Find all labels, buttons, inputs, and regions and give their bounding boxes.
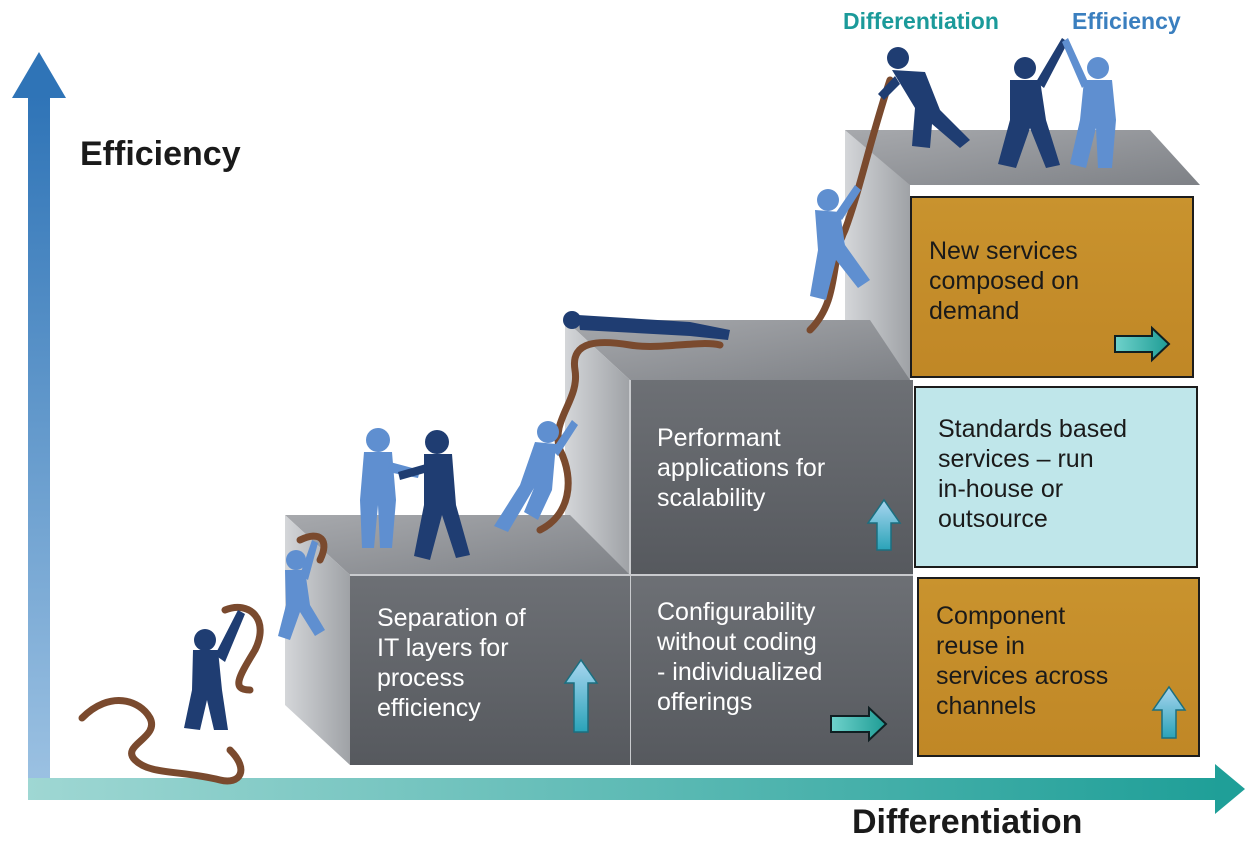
step-two-cube (565, 320, 913, 765)
x-axis-arrow (28, 764, 1245, 814)
y-axis-arrow (12, 52, 66, 800)
step-one-text: Separation of IT layers for process effi… (377, 604, 526, 722)
up-arrow-icon (866, 498, 902, 551)
step-two-upper-text: Performant applications for scalability (657, 424, 826, 512)
x-axis-label: Differentiation (852, 803, 1083, 841)
top-efficiency-label: Efficiency (1072, 8, 1181, 34)
figure-illustration (184, 38, 1116, 730)
standards-services-text: Standards based services – run in-house … (938, 415, 1128, 533)
rope-illustration (78, 76, 894, 785)
component-reuse-text: Component reuse in services across chann… (936, 602, 1109, 720)
up-arrow-icon (563, 658, 599, 733)
standards-services-box: Standards based services – run in-house … (914, 386, 1198, 568)
top-differentiation-label: Differentiation (843, 8, 999, 34)
new-services-box: New services composed on demand (910, 196, 1194, 378)
right-arrow-icon (830, 705, 888, 743)
new-services-text: New services composed on demand (929, 237, 1080, 325)
step-two-lower-text: Configurability without coding - individ… (657, 598, 823, 716)
component-reuse-box: Component reuse in services across chann… (917, 577, 1200, 757)
y-axis-label: Efficiency (80, 135, 241, 173)
